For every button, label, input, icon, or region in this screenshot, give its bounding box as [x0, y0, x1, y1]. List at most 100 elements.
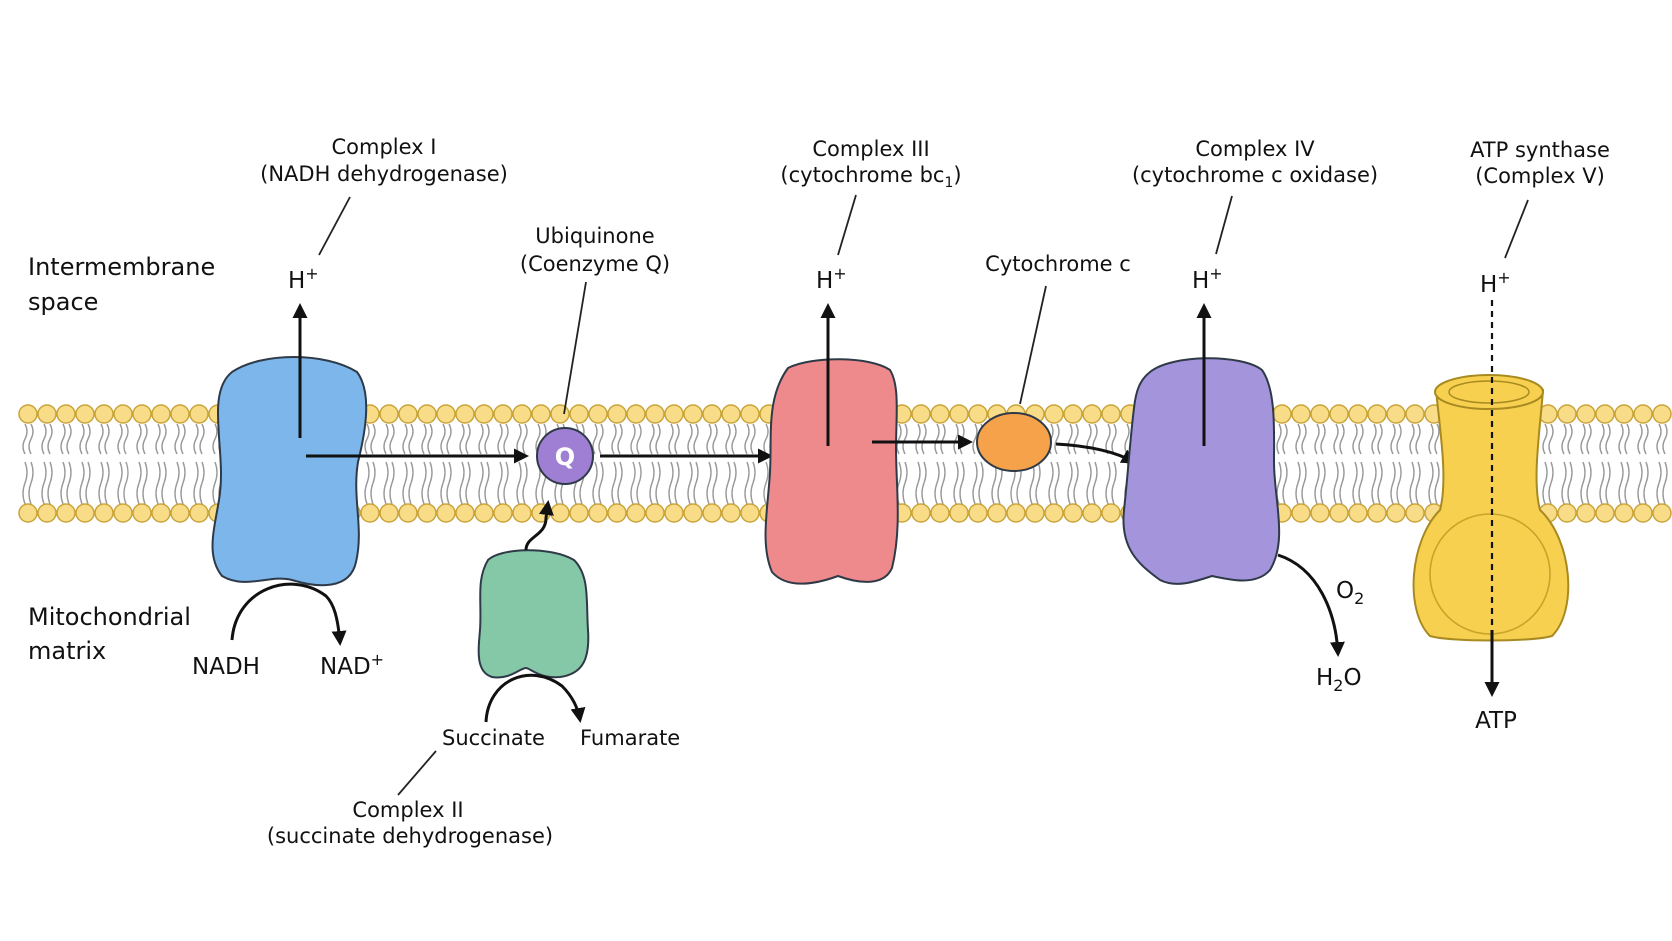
nad-plus-label: NAD+ [320, 650, 384, 680]
lipid-head [721, 404, 741, 424]
lipid-tail [1586, 423, 1592, 455]
lipid-tail [47, 461, 53, 505]
lipid-tail [1415, 423, 1421, 455]
lipid-tail [763, 423, 769, 455]
lipid-tail [1314, 461, 1320, 505]
lipid-head [1063, 404, 1083, 424]
lipid-tail [440, 461, 446, 505]
complex-ii-shape [477, 549, 590, 679]
lipid-tail [940, 423, 946, 455]
lipid-tail [408, 423, 414, 455]
atp-label: ATP [1475, 708, 1517, 734]
lipid-tail [1586, 461, 1592, 505]
lipid-tail [649, 461, 655, 505]
lipid-head [588, 503, 608, 523]
lipid-head [1063, 503, 1083, 523]
ubiquinone-symbol: Q [555, 443, 575, 471]
lipid-head [1025, 503, 1045, 523]
oxygen-reduction-arrow [1277, 553, 1345, 657]
lipid-head [132, 404, 152, 424]
lipid-tail [446, 461, 452, 505]
lipid-tail [1301, 423, 1307, 455]
lipid-tail [687, 461, 693, 505]
lipid-tail [28, 461, 34, 505]
lipid-tail [199, 461, 205, 505]
lipid-tail [370, 423, 376, 455]
lipid-tail [1054, 461, 1060, 505]
lipid-tail [465, 461, 471, 505]
lipid-tail [1073, 423, 1079, 455]
lipid-tail [1105, 461, 1111, 505]
atp-synthase-description: (Complex V) [1475, 164, 1605, 188]
lipid-head [721, 503, 741, 523]
lipid-head [683, 404, 703, 424]
lipid-tail [1067, 423, 1073, 455]
lipid-tail [1295, 461, 1301, 505]
lipid-tail [516, 423, 522, 455]
lipid-tail [991, 461, 997, 505]
lipid-head [1405, 404, 1425, 424]
complex-i-shape [211, 356, 368, 587]
lipid-head [569, 404, 589, 424]
lipid-head [512, 404, 532, 424]
lipid-head [18, 404, 38, 424]
lipid-tail [155, 461, 161, 505]
lipid-tail [180, 423, 186, 455]
lipid-tail [389, 423, 395, 455]
lipid-tail [750, 461, 756, 505]
lipid-head [455, 503, 475, 523]
lipid-tail [1377, 423, 1383, 455]
lipid-head [1633, 404, 1653, 424]
lipid-head [37, 503, 57, 523]
oxygen-label: O2 [1336, 578, 1364, 608]
lipid-tail [459, 461, 465, 505]
lipid-tail [1352, 461, 1358, 505]
lipid-tail [1352, 423, 1358, 455]
lipid-tail [440, 423, 446, 455]
lipid-tail [60, 423, 66, 455]
lipid-head [170, 404, 190, 424]
lipid-head [436, 503, 456, 523]
lipid-tail [1396, 461, 1402, 505]
lipid-head [1557, 404, 1577, 424]
lipid-head [37, 404, 57, 424]
lipid-head [417, 503, 437, 523]
lipid-tail [123, 423, 129, 455]
lipid-head [1595, 503, 1615, 523]
lipid-head [987, 503, 1007, 523]
complex-iv-proton-label: H+ [1192, 264, 1223, 294]
lipid-tail [516, 461, 522, 505]
lipid-tail [98, 423, 104, 455]
lipid-head [56, 503, 76, 523]
lipid-tail [972, 423, 978, 455]
lipid-tail [953, 461, 959, 505]
lipid-tail [66, 423, 72, 455]
lipid-head [189, 404, 209, 424]
lipid-head [1348, 404, 1368, 424]
lipid-tail [1333, 461, 1339, 505]
lipid-tail [41, 423, 47, 455]
lipid-tail [1358, 461, 1364, 505]
lipid-tail [1105, 423, 1111, 455]
lipid-tail [1390, 461, 1396, 505]
complex-iii-proton-label: H+ [816, 264, 847, 294]
lipid-tail [1624, 461, 1630, 505]
lipid-tail [1434, 461, 1440, 505]
lipid-head [607, 404, 627, 424]
lipid-tail [674, 423, 680, 455]
nadh-label: NADH [192, 654, 260, 680]
lipid-tail [1320, 461, 1326, 505]
succinate-reaction-arrow [484, 673, 586, 723]
lipid-head [132, 503, 152, 523]
lipid-tail [934, 461, 940, 505]
lipid-head [1310, 404, 1330, 424]
lipid-head [569, 503, 589, 523]
lipid-tail [142, 423, 148, 455]
lipid-tail [1567, 423, 1573, 455]
lipid-head [702, 503, 722, 523]
lipid-head [1405, 503, 1425, 523]
lipid-tail [668, 461, 674, 505]
lipid-tail [1561, 423, 1567, 455]
lipid-head [1101, 404, 1121, 424]
lipid-tail [104, 461, 110, 505]
